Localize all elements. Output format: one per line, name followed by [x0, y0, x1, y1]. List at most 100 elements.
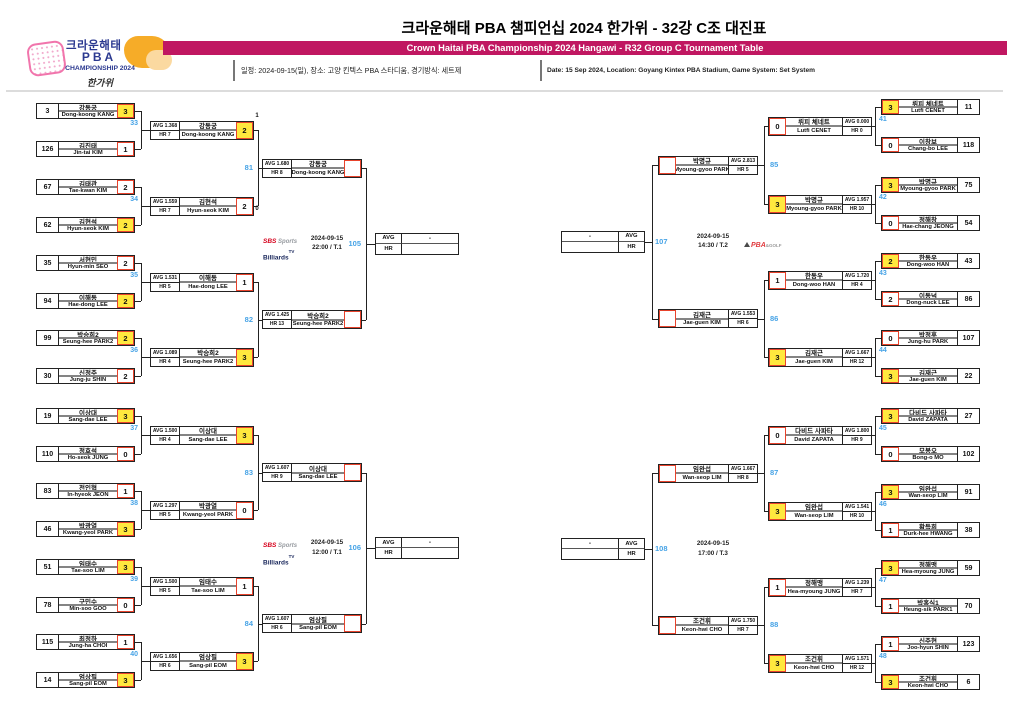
player-number: 99 [37, 331, 59, 345]
r32-match-number: 47 [879, 577, 887, 584]
connector-line [141, 586, 150, 587]
score-box: 3 [117, 104, 134, 118]
connector-line [254, 206, 258, 207]
player-name-en: David ZAPATA [908, 417, 948, 423]
player-name-kr: 박승희2 [292, 311, 344, 321]
connector-line [875, 376, 881, 377]
hr-value: HR 8 [737, 474, 749, 481]
score-box: 2 [117, 180, 134, 194]
player-name-en: Keon-hwi CHO [681, 626, 723, 633]
score-box: 0 [882, 216, 899, 230]
player-number: 126 [37, 142, 59, 156]
player-name-en: Dong-nuck LEE [906, 300, 950, 306]
connector-line [362, 319, 366, 321]
connector-line [872, 357, 875, 358]
hr-value: HR 7 [737, 626, 749, 633]
hr-value: HR 9 [851, 436, 863, 443]
r32-match-number: 45 [879, 425, 887, 432]
avg-value: AVG 1.541 [843, 503, 871, 512]
match-date: 2024-09-15 [310, 234, 344, 242]
score-box: 3 [882, 485, 899, 499]
player-number: 11 [957, 100, 979, 114]
connector-line [258, 623, 262, 625]
connector-line [652, 625, 658, 626]
score-box: 1 [117, 484, 134, 498]
player-number: 51 [37, 560, 59, 574]
player-name-en: Keon-hwi CHO [907, 683, 949, 689]
pba-logo-mark-icon [744, 241, 750, 247]
score-box: 1 [117, 635, 134, 649]
logo-brand-text: 크라운해태 [66, 40, 122, 52]
match-time-table: 17:00 / T.3 [698, 549, 728, 557]
connector-line [135, 529, 141, 530]
player-name-kr: 정해맹 [899, 561, 957, 569]
player-name-en: Myoung-gyoo PARK [676, 166, 728, 173]
player-name-en: Kwang-yeol PARK [62, 530, 114, 536]
score-box: 3 [769, 195, 786, 213]
connector-line [254, 130, 258, 131]
player-number: 102 [957, 447, 979, 461]
hr-value: HR 10 [849, 512, 865, 519]
player-number: 27 [957, 409, 979, 423]
hr-label: HR [618, 241, 644, 252]
r32-match-number: 37 [130, 425, 138, 432]
player-number: 54 [957, 216, 979, 230]
hr-value: HR 8 [271, 169, 283, 176]
score-box: 0 [117, 447, 134, 461]
logo-event-text: 한가위 [86, 79, 114, 89]
match-time-table: 14:30 / T.2 [698, 242, 728, 250]
player-name-en: Sang-pil EOM [189, 662, 227, 669]
score-box [344, 615, 361, 632]
player-name-kr: 황득희 [899, 523, 957, 531]
avg-label: AVG [376, 538, 402, 548]
player-name-kr: 김태관 [59, 180, 117, 188]
avg-value: AVG 1.607 [263, 616, 291, 624]
player-name-kr: 이상대 [292, 464, 344, 474]
connector-line [135, 225, 141, 226]
connector-line [764, 204, 768, 205]
hr-value: HR 7 [159, 131, 171, 138]
player-name-en: Chang-bo LEE [908, 146, 948, 152]
player-name-en: Hea-myoung JUNG [901, 569, 955, 575]
score-box: 0 [769, 426, 786, 444]
sbs-sports-logo-line: SBS Sports [263, 234, 303, 248]
score-box: 3 [236, 426, 253, 444]
connector-line [141, 282, 150, 283]
player-name-kr: 임완섭 [676, 465, 728, 474]
r16-match-number: 84 [244, 618, 253, 628]
player-name-en: Min-soo GOO [69, 606, 107, 612]
player-name-kr: 조건휘 [899, 675, 957, 683]
schedule-info-ko: 일정: 2024-09-15(일), 장소: 고양 킨텍스 PBA 스타디움, … [241, 66, 462, 75]
final-score-box: AVG-HR [375, 537, 459, 559]
connector-line [872, 280, 875, 281]
billiards-logo-text: Billiards [263, 558, 289, 566]
connector-line [254, 357, 258, 358]
